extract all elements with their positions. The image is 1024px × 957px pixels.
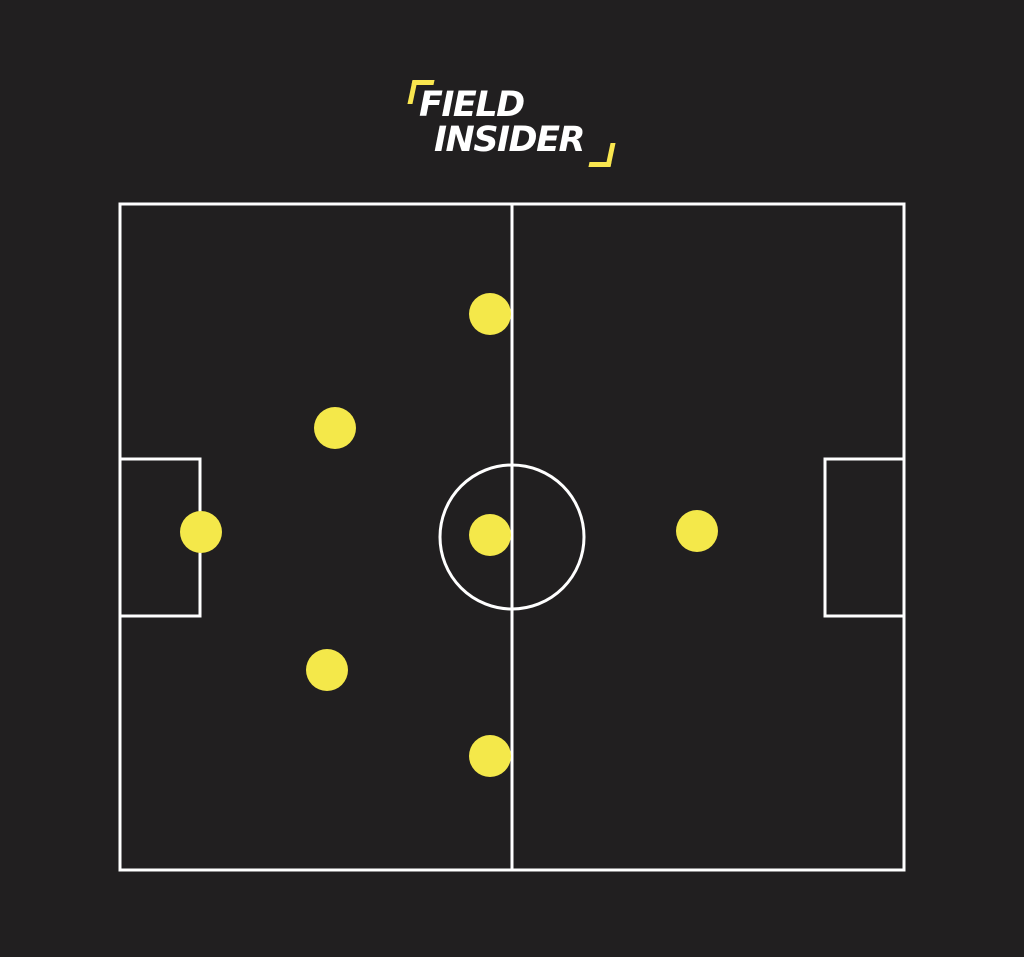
field-insider-logo: FIELD INSIDER bbox=[405, 74, 620, 174]
player-left-back bbox=[314, 407, 356, 449]
player-left-mid bbox=[469, 293, 511, 335]
player-goalkeeper bbox=[180, 511, 222, 553]
logo-word-field: FIELD bbox=[419, 85, 525, 125]
player-center-mid bbox=[469, 514, 511, 556]
right-goal-area bbox=[823, 457, 906, 618]
player-striker bbox=[676, 510, 718, 552]
player-right-back bbox=[306, 649, 348, 691]
logo-word-insider: INSIDER bbox=[434, 120, 585, 160]
center-circle bbox=[438, 463, 586, 611]
player-right-mid bbox=[469, 735, 511, 777]
